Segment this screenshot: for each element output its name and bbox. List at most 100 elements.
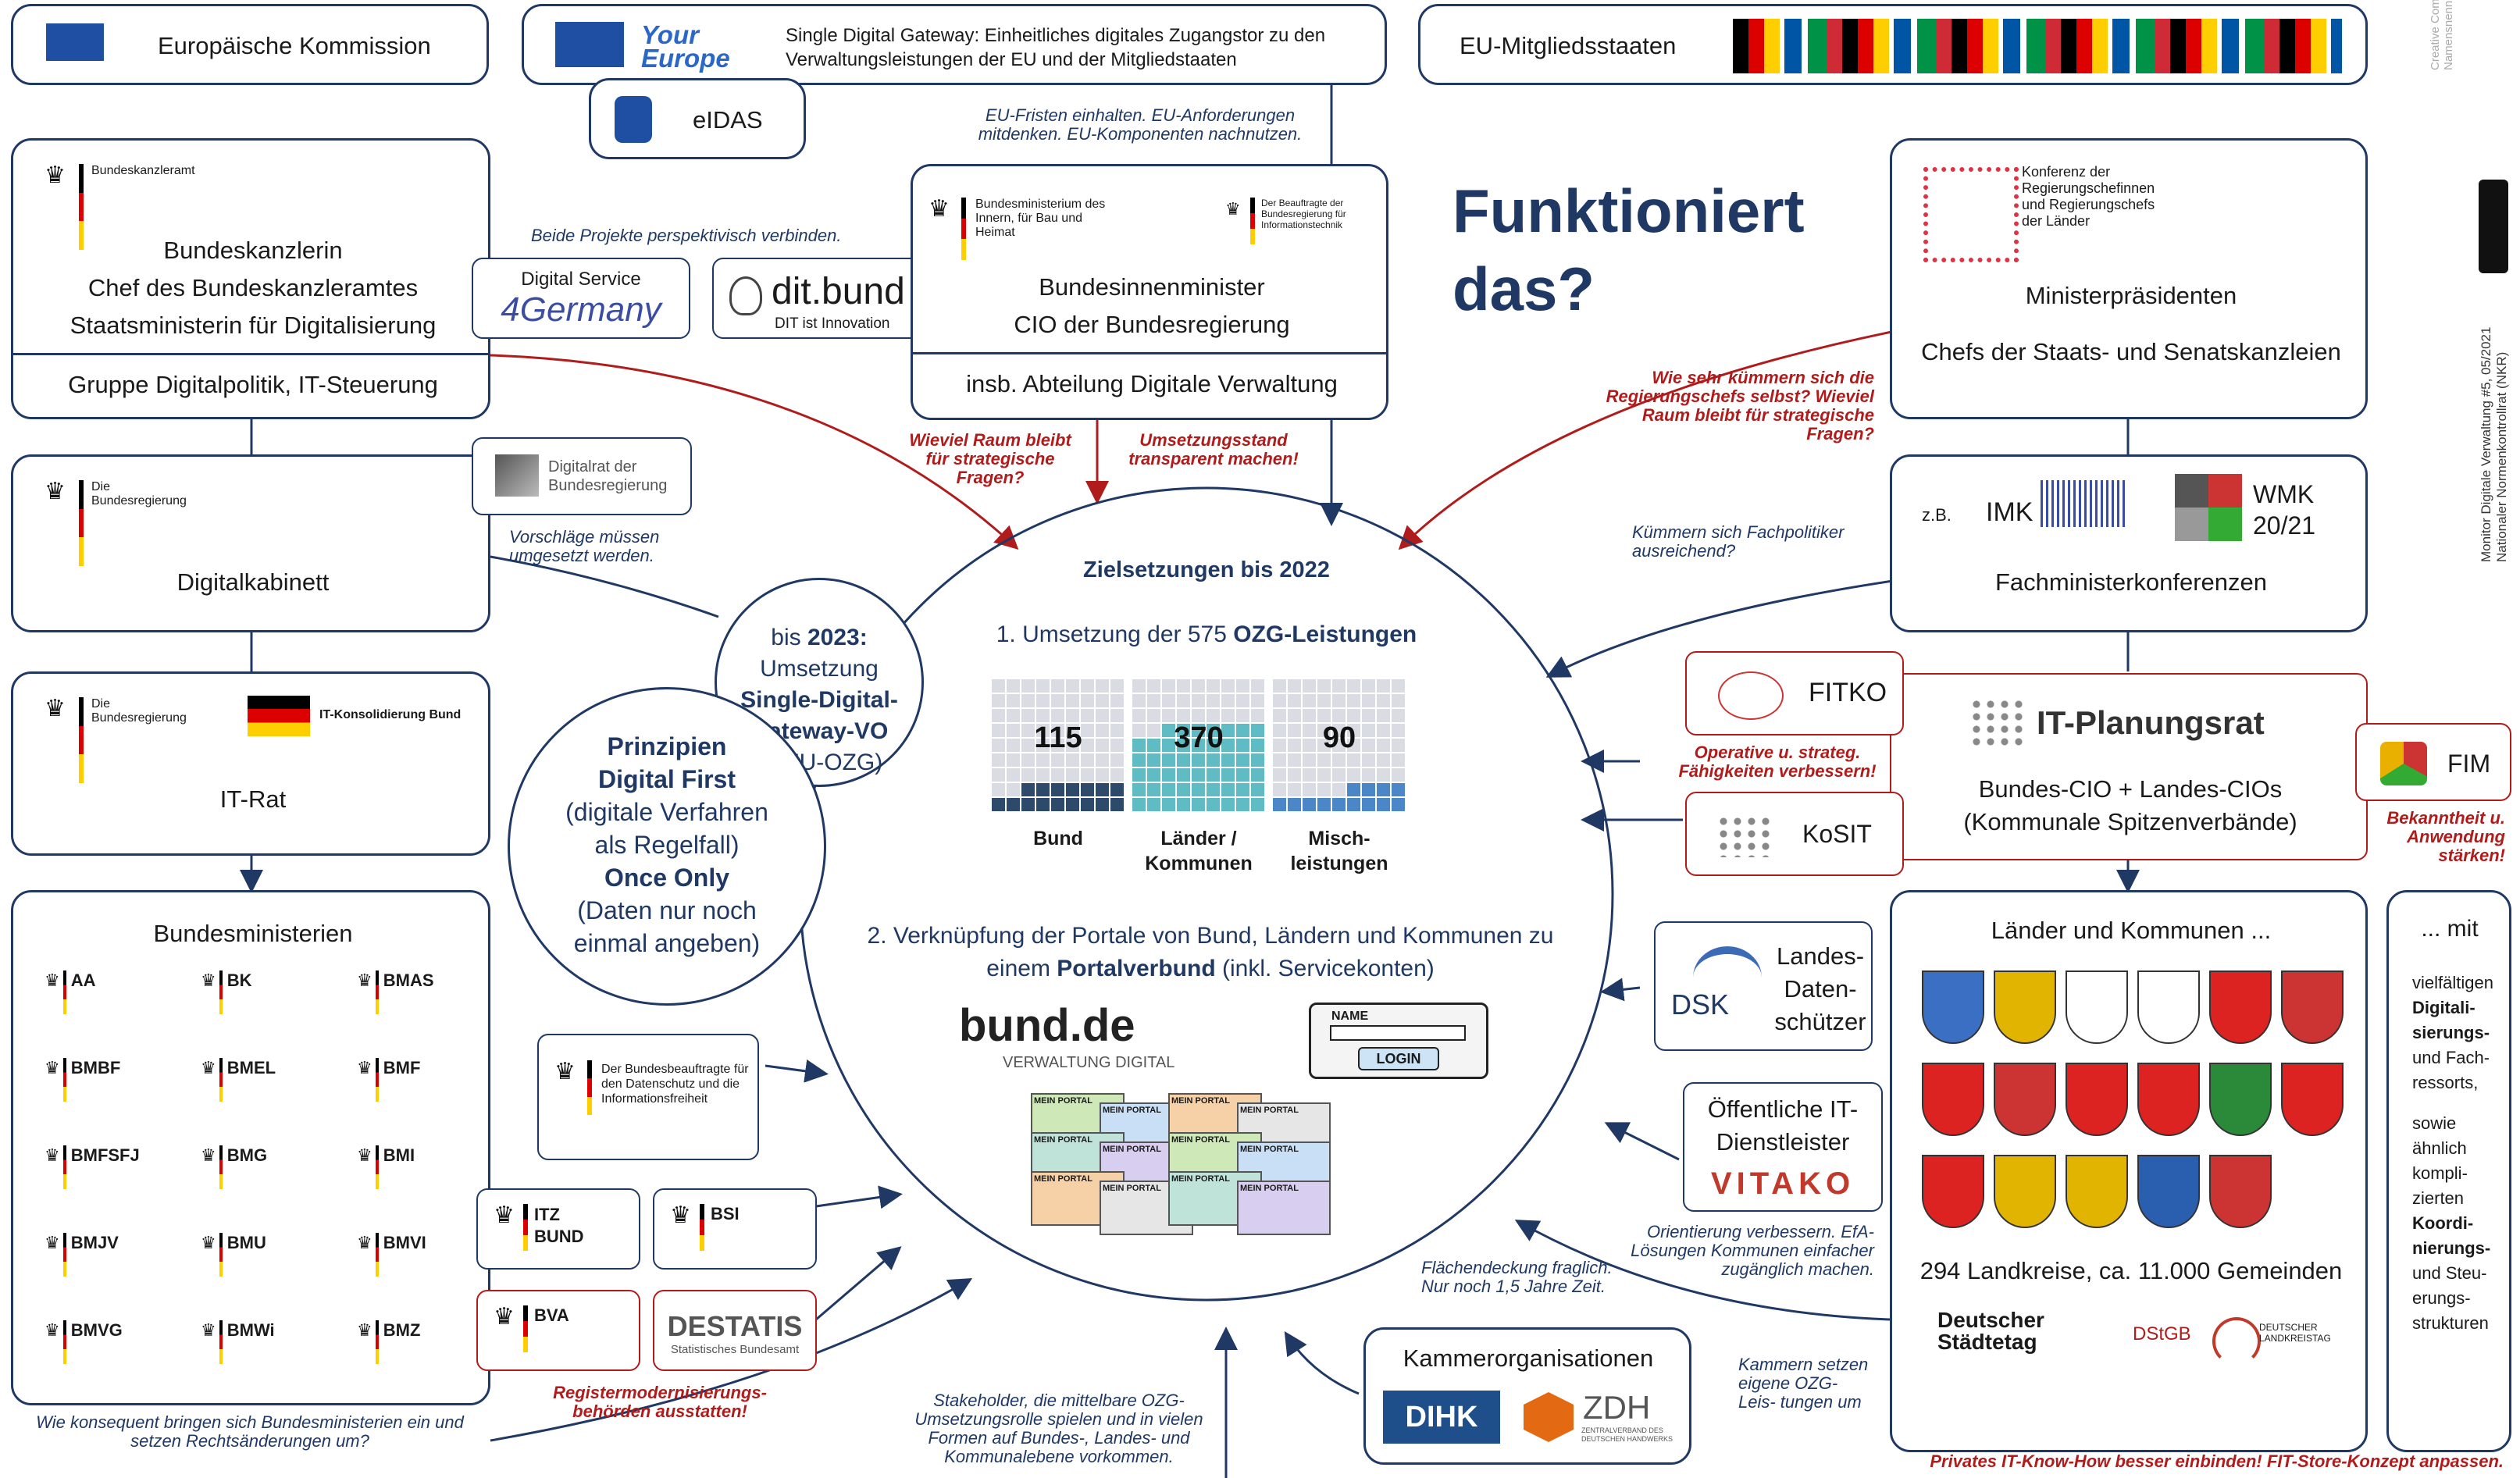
question-operative: Operative u. strateg. Fähigkeiten verbes… [1678, 743, 1877, 781]
ministry-label: AA [70, 970, 96, 990]
ministry-label: BMFSFJ [70, 1145, 140, 1165]
eu-flag-icon [555, 22, 624, 67]
goal-2-text: 2. Verknüpfung der Portale von Bund, Län… [867, 923, 1554, 981]
german-flag-icon [62, 1233, 66, 1277]
kosit-box: KoSIT [1685, 792, 1904, 876]
bfdi-box: ♛ Der Bundesbeauftragte für den Datensch… [537, 1034, 759, 1160]
german-flag-icon [375, 1058, 379, 1102]
cc-icon [2479, 180, 2508, 273]
dsk-text: Landes- Daten- schützer [1774, 942, 1866, 1035]
ozg-bar-label: Misch-leistungen [1290, 828, 1388, 874]
ministerien-note: Wie konsequent bringen sich Bundesminist… [36, 1412, 464, 1451]
ozg-bar [1132, 679, 1264, 811]
question-bekanntheit: Bekanntheit u. Anwendung stärken! [2386, 808, 2505, 865]
eagle-icon: ♛ [45, 479, 66, 504]
coat-of-arms-icon [1922, 1155, 1984, 1228]
ministry-item: ♛BMFSFJ [45, 1145, 140, 1192]
lightbulb-icon [729, 276, 762, 315]
zb-label: z.B. [1922, 505, 1951, 525]
mit-p4: sowie ähnlich kompli- zierten [2412, 1113, 2468, 1208]
ministry-label: BMF [383, 1058, 421, 1077]
eagle-icon: ♛ [670, 1202, 691, 1228]
mit-box: ... mit vielfältigen Digitali- sierungs-… [2386, 890, 2511, 1452]
fim-label: FIM [2447, 750, 2491, 778]
ditbund-sub: DIT ist Innovation [775, 315, 890, 332]
coat-of-arms-icon [1994, 1155, 2056, 1228]
mit-p5: Koordi- nierungs- [2412, 1213, 2491, 1258]
ministry-item: ♛BMWi [201, 1320, 275, 1367]
kammer-box: Kammerorganisationen DIHK ZDH ZENTRALVER… [1363, 1327, 1691, 1465]
german-flag-icon [79, 697, 84, 783]
page-title-line1: Funktioniert [1452, 176, 1805, 245]
ministry-label: BMWi [226, 1320, 275, 1340]
german-flag-icon [219, 970, 223, 1014]
eidas-label: eIDAS [693, 106, 763, 134]
coat-of-arms-icon [2137, 970, 2200, 1044]
bund-de-sub: VERWALTUNG DIGITAL [1003, 1054, 1175, 1071]
ozg-bar-value: 115 [1034, 721, 1082, 754]
your-europe-logo: Your Europe [641, 20, 730, 73]
login-button: LOGIN [1358, 1047, 1439, 1070]
divider [913, 352, 1386, 354]
digitalkabinett-logo-text: Die Bundesregierung [91, 480, 187, 508]
mit-body: vielfältigen Digitali- sierungs- und Fac… [2412, 970, 2514, 1336]
coat-of-arms-icon [2209, 970, 2272, 1044]
ministry-label: BMVG [70, 1320, 123, 1340]
name-label: NAME [1331, 1010, 1369, 1023]
ministry-item: ♛BMVI [357, 1233, 426, 1280]
oeffentlich-text: Öffentliche IT-Dienstleister [1707, 1095, 1859, 1156]
mpk-logo-text: Konferenz der Regierungschefinnen und Re… [2022, 164, 2155, 229]
page-title-line2: das? [1452, 255, 1595, 323]
ministry-item: ♛BMU [201, 1233, 266, 1280]
goal-2: 2. Verknüpfung der Portale von Bund, Län… [859, 920, 1562, 985]
eagle-icon: ♛ [45, 1058, 60, 1077]
destatis-sub: Statistisches Bundesamt [670, 1343, 800, 1356]
wmk-logo-icon [2175, 474, 2242, 541]
itz-bund-label: ITZ BUND [534, 1205, 584, 1246]
german-flag-icon [219, 1233, 223, 1277]
portal-card-label: MEIN PORTAL [1034, 1096, 1092, 1106]
prinzipien-circle: Prinzipien Digital First (digitale Verfa… [508, 687, 826, 1006]
mit-p6: und Steu- erungs- strukturen [2412, 1263, 2489, 1333]
lock-icon [615, 96, 652, 143]
eagle-icon: ♛ [45, 970, 60, 990]
eagle-icon: ♛ [45, 1320, 60, 1340]
german-flag-icon [62, 970, 66, 1014]
german-flag-icon [961, 198, 966, 260]
portal-card-label: MEIN PORTAL [1171, 1174, 1230, 1184]
page-title: Funktioniert das? [1452, 172, 1805, 328]
coat-of-arms-icon [2137, 1063, 2200, 1136]
goal-1-bold: OZG-Leistungen [1233, 621, 1417, 647]
fachminister-box: z.B. IMK WMK 20/21 Fachministerkonferenz… [1890, 454, 2368, 632]
digital-service-brand: 4Germany [501, 290, 661, 329]
ministry-grid: ♛AA♛BK♛BMAS♛BMBF♛BMEL♛BMF♛BMFSFJ♛BMG♛BMI… [13, 892, 493, 1408]
ministry-label: BMAS [383, 970, 434, 990]
german-flag-icon [587, 1060, 592, 1115]
kanzleramt-line3: Staatsministerin für Digitalisierung [70, 312, 437, 339]
staedtetag-logo: Deutscher Städtetag [1937, 1308, 2044, 1354]
german-flag-icon [523, 1204, 528, 1251]
kanzleramt-logo-text: Bundeskanzleramt [91, 164, 195, 177]
itpr-logo-icon [1969, 698, 2026, 746]
eagle-icon: ♛ [201, 1145, 216, 1165]
german-flag-icon [700, 1204, 704, 1251]
itz-bund-box: ♛ ITZ BUND [476, 1188, 640, 1270]
german-flag-icon [219, 1145, 223, 1189]
goal-1: 1. Umsetzung der 575 OZG-Leistungen [906, 621, 1507, 648]
ministry-label: BK [226, 970, 252, 990]
german-flag-icon [375, 970, 379, 1014]
mit-p1: vielfältigen [2412, 973, 2493, 992]
member-state-flags-icon [1733, 19, 2342, 73]
eagle-icon: ♛ [45, 696, 66, 721]
bva-label: BVA [534, 1305, 569, 1325]
projects-note: Beide Projekte perspektivisch verbinden. [531, 226, 842, 245]
laender-box: Länder und Kommunen ... 294 Landkreise, … [1890, 890, 2368, 1452]
german-flag-icon [79, 164, 84, 250]
ministry-label: BMG [226, 1145, 268, 1165]
it-konsolidierung-label: IT-Konsolidierung Bund [319, 708, 462, 721]
eagle-icon: ♛ [201, 1233, 216, 1252]
laender-title: Länder und Kommunen ... [1991, 917, 2272, 944]
digitalrat-text: Digitalrat der Bundesregierung [548, 458, 668, 494]
digitalkabinett-box: ♛ Die Bundesregierung Digitalkabinett [11, 454, 490, 632]
mit-title: ... mit [2421, 916, 2479, 942]
